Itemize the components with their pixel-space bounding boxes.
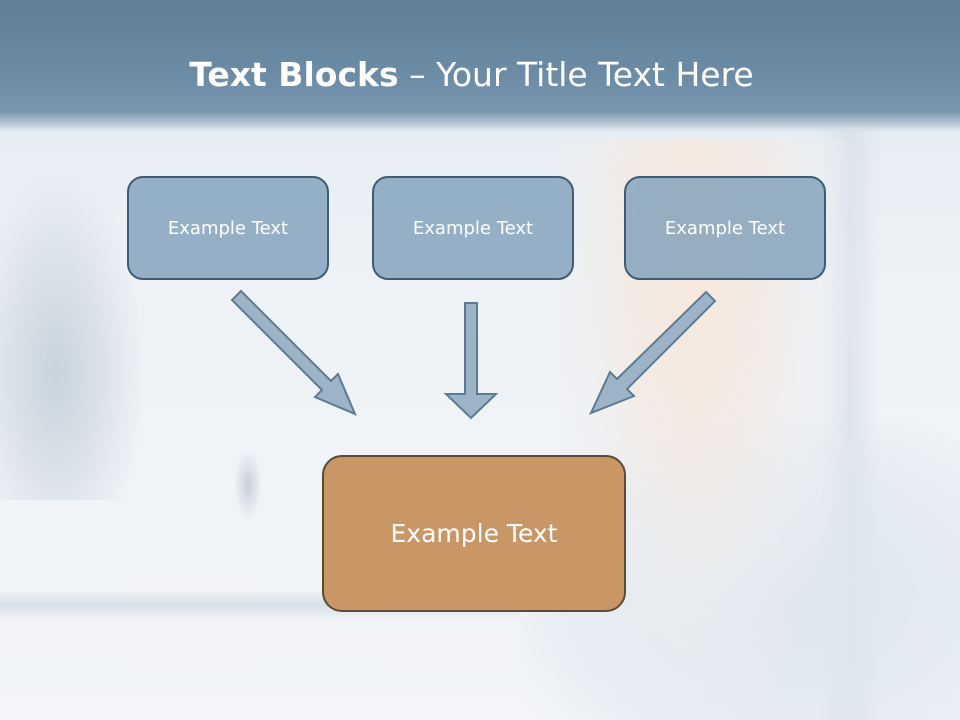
- arrow-center: [443, 302, 499, 420]
- text-block-1-label: Example Text: [167, 217, 289, 239]
- arrow-right: [589, 290, 717, 415]
- background-figure: [234, 450, 262, 520]
- text-block-3: Example Text: [624, 176, 826, 280]
- title-rest: Your Title Text Here: [436, 55, 754, 94]
- target-block: Example Text: [322, 455, 626, 612]
- background-trees: [0, 180, 140, 500]
- text-block-2-label: Example Text: [412, 217, 534, 239]
- text-block-3-label: Example Text: [664, 217, 786, 239]
- target-block-label: Example Text: [390, 519, 558, 548]
- text-block-2: Example Text: [372, 176, 574, 280]
- title-bold: Text Blocks: [189, 55, 399, 94]
- slide-title: Text Blocks – Your Title Text Here: [0, 54, 943, 96]
- title-band: [0, 0, 960, 132]
- title-separator: –: [398, 55, 437, 94]
- arrow-left: [230, 289, 357, 416]
- text-block-1: Example Text: [127, 176, 329, 280]
